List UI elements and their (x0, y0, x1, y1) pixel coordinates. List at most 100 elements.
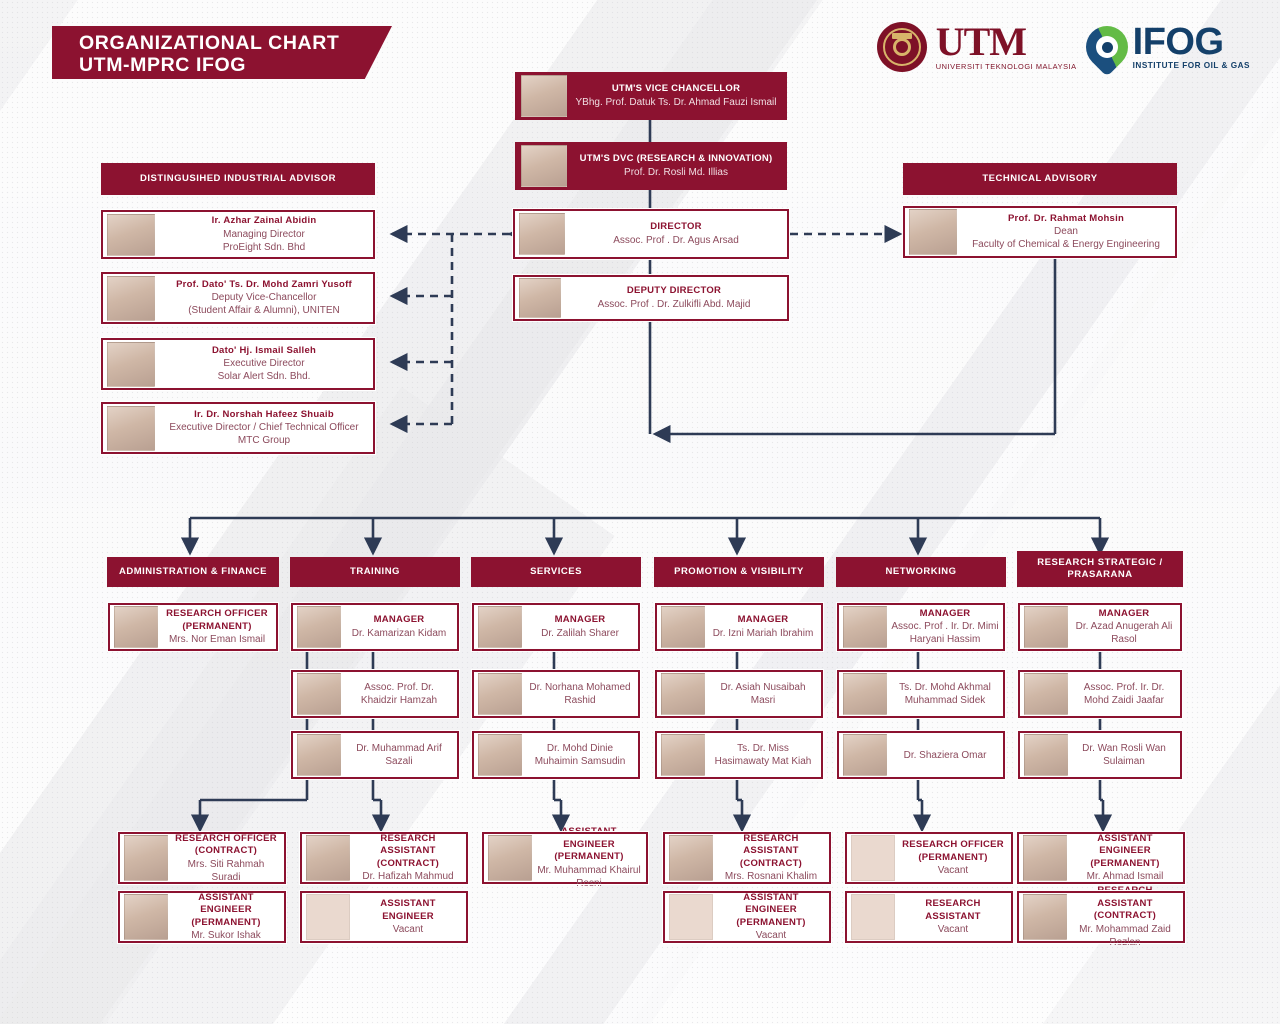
node-advisor-4-name-2: MTC Group (237, 435, 291, 447)
utm-wordmark: UTM UNIVERSITI TEKNOLOGI MALAYSIA (935, 18, 1077, 71)
node-advisor-1-name-2: ProEight Sdn. Bhd (222, 241, 306, 253)
person-photo (478, 734, 522, 776)
node-networking-member-1[interactable]: Ts. Dr. Mohd Akhmal Muhammad Sidek (836, 669, 1006, 719)
node-networking-member-2-name: Dr. Shaziera Omar (903, 749, 987, 761)
node-services-member-1-name: Dr. Norhana Mohamed Rashid (529, 682, 631, 706)
node-services-member-2-name: Dr. Mohd Dinie Muhaimin Samsudin (534, 743, 626, 767)
node-training-lead-role: MANAGER (373, 614, 425, 626)
header-dept-research-strategic-prasarana-line2: PRASARANA (1067, 569, 1133, 580)
person-photo (297, 606, 341, 648)
node-promotion-visibility-member-1[interactable]: Dr. Asiah Nusaibah Masri (654, 669, 824, 719)
node-promotion-visibility-staff-2-role: ASSISTANT ENGINEER (743, 891, 799, 916)
node-research-strategic-prasarana-staff-1[interactable]: ASSISTANT ENGINEER(PERMANENT)Mr. Ahmad I… (1016, 831, 1186, 885)
logo-group: UTM UNIVERSITI TEKNOLOGI MALAYSIA IFOG I… (876, 17, 1250, 77)
node-services-staff-1-role-2: (PERMANENT) (554, 851, 624, 863)
node-promotion-visibility-staff-1[interactable]: RESEARCH ASSISTANT(CONTRACT)Mrs. Rosnani… (662, 831, 832, 885)
utm-subtitle: UNIVERSITI TEKNOLOGI MALAYSIA (935, 61, 1077, 71)
photo-placeholder (851, 894, 895, 940)
node-services-lead-name: Dr. Zalilah Sharer (541, 627, 619, 639)
node-administration-finance-staff-2-role: ASSISTANT ENGINEER (198, 891, 254, 916)
node-services-member-1[interactable]: Dr. Norhana Mohamed Rashid (471, 669, 641, 719)
node-technical-advisor-1-role: Prof. Dr. Rahmat Mohsin (1007, 212, 1125, 224)
node-training-member-2[interactable]: Dr. Muhammad Arif Sazali (290, 730, 460, 780)
header-dept-research-strategic-prasarana-line1: RESEARCH STRATEGIC / (1037, 557, 1163, 568)
node-training-member-1[interactable]: Assoc. Prof. Dr. Khaidzir Hamzah (290, 669, 460, 719)
node-research-strategic-prasarana-member-1[interactable]: Assoc. Prof. Ir. Dr. Mohd Zaidi Jaafar (1017, 669, 1183, 719)
person-photo (521, 145, 567, 187)
node-dvc-research-innovation[interactable]: UTM'S DVC (RESEARCH & INNOVATION)Prof. D… (515, 142, 787, 190)
node-research-strategic-prasarana-staff-2[interactable]: RESEARCH ASSISTANT(CONTRACT)Mr. Mohammad… (1016, 885, 1186, 948)
node-technical-advisor-1-name: Dean (1054, 226, 1078, 238)
person-photo (521, 75, 567, 117)
header-text: RESEARCH STRATEGIC /PRASARANA (1037, 557, 1162, 581)
person-photo (661, 734, 705, 776)
node-text: Assoc. Prof. Dr. Khaidzir Hamzah (341, 672, 457, 716)
node-administration-finance-lead[interactable]: RESEARCH OFFICER(PERMANENT)Mrs. Nor Eman… (107, 602, 279, 652)
header-text: ADMINISTRATION & FINANCE (119, 566, 267, 578)
person-photo (1024, 734, 1068, 776)
node-training-staff-1[interactable]: RESEARCH ASSISTANT(CONTRACT)Dr. Hafizah … (299, 831, 469, 885)
node-administration-finance-staff-1[interactable]: RESEARCH OFFICER(CONTRACT)Mrs. Siti Rahm… (117, 831, 287, 885)
header-dept-networking-line1: NETWORKING (885, 566, 957, 577)
node-dvc-research-innovation-role: UTM'S DVC (RESEARCH & INNOVATION) (579, 153, 773, 165)
header-dept-services: SERVICES (471, 557, 641, 587)
node-advisor-1-name: Managing Director (223, 228, 305, 240)
header-dept-training-line1: TRAINING (350, 566, 400, 577)
node-vice-chancellor-role: UTM'S VICE CHANCELLOR (611, 83, 741, 95)
header-dept-research-strategic-prasarana: RESEARCH STRATEGIC /PRASARANA (1017, 551, 1183, 587)
utm-word: UTM (935, 18, 1027, 64)
person-photo (843, 673, 887, 715)
node-networking-member-2[interactable]: Dr. Shaziera Omar (836, 730, 1006, 780)
person-photo (1024, 673, 1068, 715)
node-promotion-visibility-staff-1-role-2: (CONTRACT) (739, 857, 803, 869)
header-text: DISTINGUSIHED INDUSTRIAL ADVISOR (140, 173, 336, 185)
node-text: ASSISTANT ENGINEER(PERMANENT)Vacant (713, 891, 829, 942)
node-services-member-2[interactable]: Dr. Mohd Dinie Muhaimin Samsudin (471, 730, 641, 780)
node-networking-staff-1-role: RESEARCH OFFICER (902, 839, 1004, 850)
node-research-strategic-prasarana-member-2[interactable]: Dr. Wan Rosli Wan Sulaiman (1017, 730, 1183, 780)
node-networking-staff-2-role: RESEARCH ASSISTANT (925, 898, 981, 922)
node-training-staff-1-role: RESEARCH ASSISTANT (380, 832, 436, 857)
person-photo (124, 835, 168, 881)
node-research-strategic-prasarana-lead-name: Dr. Azad Anugerah Ali Rasol (1075, 621, 1173, 646)
page-title: ORGANIZATIONAL CHART UTM-MPRC IFOG (52, 26, 392, 79)
node-technical-advisor-1-name-2: Faculty of Chemical & Energy Engineering (972, 239, 1160, 251)
node-training-staff-2-role: ASSISTANT ENGINEER (380, 898, 436, 922)
node-promotion-visibility-member-2-name: Ts. Dr. Miss Hasimawaty Mat Kiah (714, 743, 812, 767)
node-text: ASSISTANT ENGINEER(PERMANENT)Mr. Sukor I… (168, 891, 284, 942)
node-promotion-visibility-staff-2[interactable]: ASSISTANT ENGINEER(PERMANENT)Vacant (662, 890, 832, 944)
node-services-staff-1[interactable]: ASSISTANT ENGINEER(PERMANENT)Mr. Muhamma… (481, 826, 649, 889)
node-networking-staff-1[interactable]: RESEARCH OFFICER(PERMANENT)Vacant (844, 831, 1014, 885)
node-deputy-director-role: DEPUTY DIRECTOR (626, 285, 722, 297)
person-photo (488, 835, 532, 881)
node-administration-finance-staff-2[interactable]: ASSISTANT ENGINEER(PERMANENT)Mr. Sukor I… (117, 890, 287, 944)
ifog-word: IFOG (1132, 20, 1224, 63)
person-photo (306, 835, 350, 881)
node-networking-lead-role: MANAGER (919, 607, 971, 619)
node-training-staff-1-role-2: (CONTRACT) (376, 857, 440, 869)
person-photo (1024, 606, 1068, 648)
node-promotion-visibility-member-2[interactable]: Ts. Dr. Miss Hasimawaty Mat Kiah (654, 730, 824, 780)
